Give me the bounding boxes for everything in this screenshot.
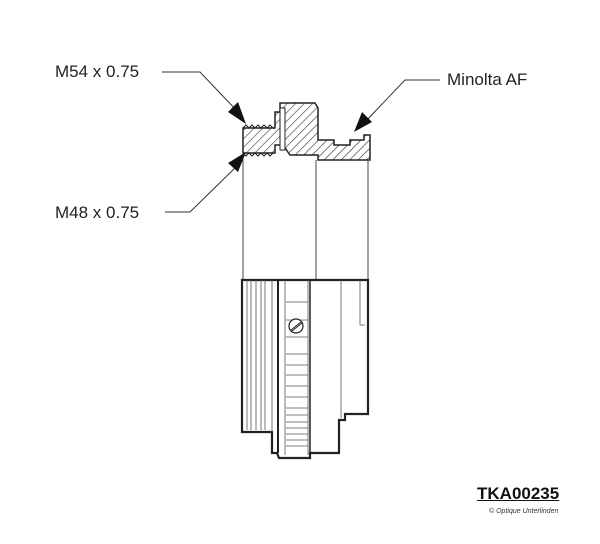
thread-label-m48: M48 x 0.75 — [55, 203, 140, 222]
thread-label-m54: M54 x 0.75 — [55, 62, 140, 81]
section-view — [242, 102, 371, 161]
projection-lines — [242, 158, 369, 280]
side-view — [240, 278, 370, 460]
screw-icon — [288, 318, 304, 334]
mount-label-minolta: Minolta AF — [447, 70, 528, 89]
arrowheads — [228, 102, 372, 172]
copyright: © Optique Unterlinden — [489, 508, 559, 515]
part-code: TKA00235 — [477, 484, 560, 503]
leader-lines — [162, 71, 440, 213]
